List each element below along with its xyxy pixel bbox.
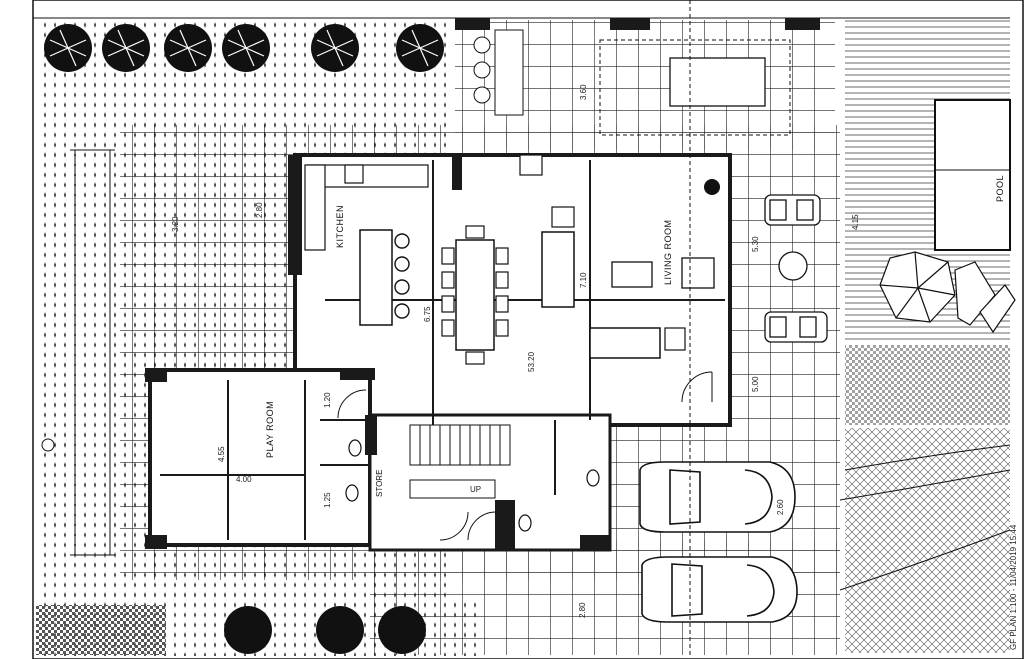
dim-hall-area: 53.20 bbox=[527, 351, 536, 372]
cross-paving bbox=[845, 428, 1010, 653]
trees-bottom bbox=[224, 606, 426, 654]
dim-garage-a: 2.60 bbox=[776, 499, 785, 515]
dim-living-depth: 7.10 bbox=[579, 272, 588, 288]
stair-note: UP bbox=[470, 485, 481, 494]
gravel-strip bbox=[36, 605, 166, 655]
dim-deck-a: 5.30 bbox=[751, 236, 760, 252]
kitchen-label: KITCHEN bbox=[335, 205, 345, 248]
play-room-label: PLAY ROOM bbox=[265, 401, 275, 458]
car-upper bbox=[639, 461, 796, 533]
dining-table bbox=[455, 239, 495, 351]
dim-misc-a: 3.20 bbox=[171, 216, 180, 232]
north-marker bbox=[41, 438, 55, 452]
dim-garage-b: 2.80 bbox=[578, 602, 587, 618]
pool-label: POOL bbox=[995, 175, 1005, 202]
armchair bbox=[681, 257, 715, 289]
dim-top-a: 3.60 bbox=[579, 84, 588, 100]
store-label: STORE bbox=[375, 470, 384, 497]
dim-wc-b: 1.25 bbox=[323, 492, 332, 508]
car-lower bbox=[641, 556, 798, 623]
dim-play-width: 4.00 bbox=[236, 475, 252, 484]
dim-misc-b: 2.80 bbox=[255, 202, 264, 218]
sheet-footer-note: GF PLAN 1:100 - 11/04/2019 15:44 bbox=[1009, 524, 1018, 650]
dim-top-b: 4.15 bbox=[851, 214, 860, 230]
dim-kitchen-depth: 6.75 bbox=[423, 306, 432, 322]
umbrella bbox=[879, 251, 1016, 334]
living-room-label: LIVING ROOM bbox=[663, 219, 673, 285]
kitchen-island bbox=[359, 229, 393, 326]
dim-wc-a: 1.20 bbox=[323, 392, 332, 408]
sofa-bottom bbox=[589, 327, 661, 359]
pool bbox=[934, 99, 1011, 251]
dim-play-depth: 4.55 bbox=[217, 446, 226, 462]
coffee-table bbox=[611, 261, 653, 288]
checker-paving bbox=[845, 345, 1010, 425]
staircase bbox=[409, 424, 511, 499]
sofa-left bbox=[541, 231, 575, 308]
dim-deck-b: 5.00 bbox=[751, 376, 760, 392]
